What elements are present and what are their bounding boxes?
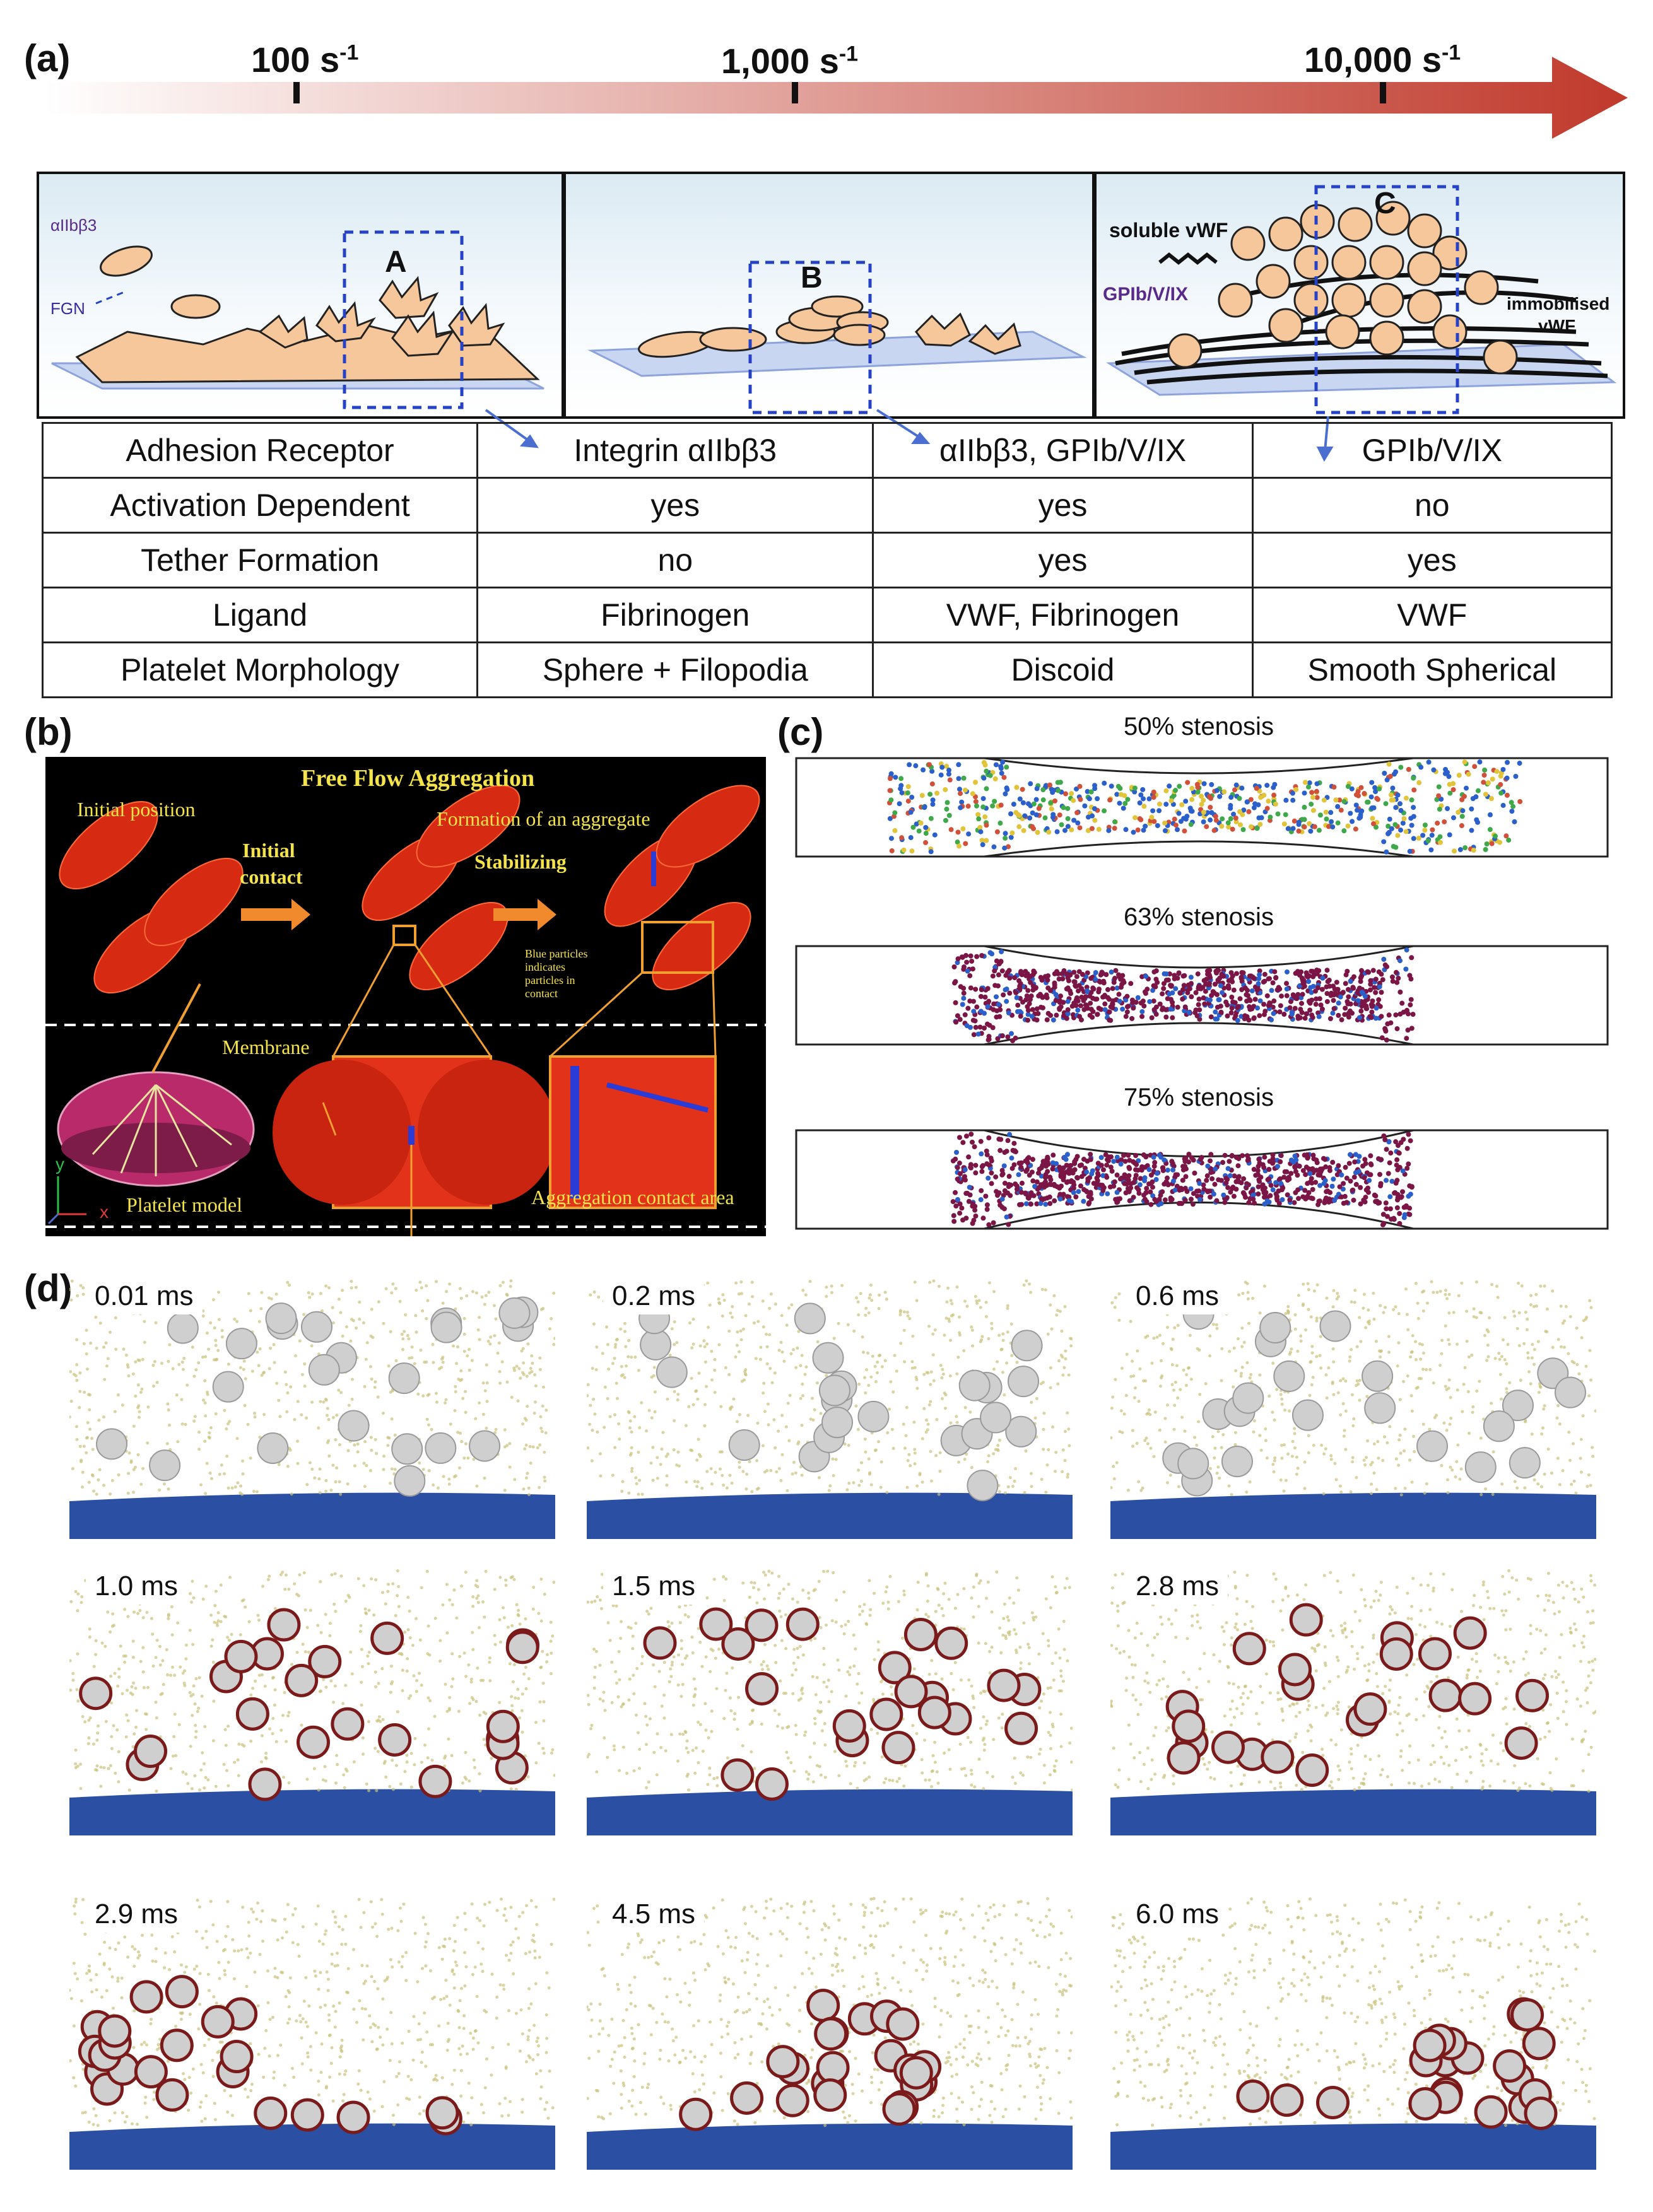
time-label: 1.0 ms bbox=[86, 1568, 187, 1605]
time-label: 0.6 ms bbox=[1127, 1278, 1228, 1314]
stenosis-channel-50 bbox=[795, 757, 1609, 858]
sim-frame-9: 6.0 ms bbox=[1110, 1892, 1596, 2170]
table-cell: yes bbox=[1251, 532, 1613, 588]
time-label: 2.8 ms bbox=[1127, 1568, 1228, 1605]
shear-rate-10000: 10,000 s-1 bbox=[1304, 40, 1461, 79]
aggregation-illustration bbox=[45, 785, 766, 1236]
schematic-box-a: A αIIbβ3 FGN bbox=[37, 172, 564, 419]
table-row: Adhesion Receptor Integrin αIIbβ3 αIIbβ3… bbox=[41, 422, 1613, 479]
soluble-vwf-label: soluble vWF bbox=[1109, 219, 1228, 242]
table-cell: no bbox=[1251, 477, 1613, 534]
adhesion-schematic-a: A αIIbβ3 FGN bbox=[50, 216, 544, 409]
panel-c-label: (c) bbox=[777, 711, 824, 753]
schematic-box-b: B bbox=[563, 172, 1095, 419]
gp-label: GPIb/V/IX bbox=[1103, 284, 1188, 305]
receptor-table: Adhesion Receptor Integrin αIIbβ3 αIIbβ3… bbox=[41, 422, 1613, 698]
table-cell: Platelet Morphology bbox=[41, 641, 479, 698]
table-row: Tether Formation no yes yes bbox=[41, 532, 1613, 588]
free-flow-aggregation-panel: Free Flow Aggregation Initial position I… bbox=[45, 757, 766, 1236]
time-label: 4.5 ms bbox=[603, 1896, 705, 1933]
stenosis-channel-75 bbox=[795, 1129, 1609, 1230]
table-cell: VWF bbox=[1251, 587, 1613, 643]
adhesion-schematic-b: B bbox=[587, 260, 1087, 414]
adhesion-schematic-c: C soluble vWF GPIb/V/IX immobilised vWF bbox=[1103, 185, 1617, 414]
table-cell: Integrin αIIbβ3 bbox=[476, 422, 874, 479]
initial-contact-label-1: Initial bbox=[242, 839, 295, 862]
stabilizing-label: Stabilizing bbox=[474, 850, 567, 873]
box-letter-b: B bbox=[801, 261, 823, 295]
table-row: Activation Dependent yes yes no bbox=[41, 477, 1613, 534]
table-cell: VWF, Fibrinogen bbox=[872, 587, 1254, 643]
panel-d-label: (d) bbox=[24, 1267, 73, 1309]
box-letter-a: A bbox=[385, 245, 407, 279]
initial-position-label: Initial position bbox=[77, 798, 196, 821]
sim-frame-7: 2.9 ms bbox=[69, 1892, 555, 2170]
sim-frame-5: 1.5 ms bbox=[587, 1564, 1073, 1835]
time-label: 6.0 ms bbox=[1127, 1896, 1228, 1933]
table-cell: Tether Formation bbox=[41, 532, 479, 588]
schematic-box-c: C soluble vWF GPIb/V/IX immobilised vWF bbox=[1094, 172, 1625, 419]
sim-frame-2: 0.2 ms bbox=[587, 1274, 1073, 1539]
stenosis-title-50: 50% stenosis bbox=[1124, 713, 1274, 740]
panel-b-label: (b) bbox=[24, 711, 73, 753]
table-cell: no bbox=[476, 532, 874, 588]
shear-rate-100: 100 s-1 bbox=[251, 40, 359, 79]
axis-x-label: x bbox=[100, 1202, 109, 1222]
table-cell: Sphere + Filopodia bbox=[476, 641, 874, 698]
blue-particles-note: Blue particles indicates particles in co… bbox=[525, 947, 588, 1000]
sim-frame-4: 1.0 ms bbox=[69, 1564, 555, 1835]
sim-frame-3: 0.6 ms bbox=[1110, 1274, 1596, 1539]
time-label: 2.9 ms bbox=[86, 1896, 187, 1933]
sim-frame-1: 0.01 ms bbox=[69, 1274, 555, 1539]
axis-y-label: y bbox=[56, 1154, 64, 1174]
formation-label: Formation of an aggregate bbox=[437, 807, 650, 830]
time-label: 1.5 ms bbox=[603, 1568, 705, 1605]
table-cell: yes bbox=[872, 477, 1254, 534]
table-cell: Fibrinogen bbox=[476, 587, 874, 643]
contact-area-label: Aggregation contact area bbox=[531, 1186, 734, 1208]
panel-a-label: (a) bbox=[24, 37, 71, 79]
table-cell: Ligand bbox=[41, 587, 479, 643]
table-cell: αIIbβ3, GPIb/V/IX bbox=[872, 422, 1254, 479]
shear-rate-1000: 1,000 s-1 bbox=[721, 41, 859, 81]
sim-frame-6: 2.8 ms bbox=[1110, 1564, 1596, 1835]
box-letter-c: C bbox=[1374, 187, 1396, 220]
integrin-label: αIIbβ3 bbox=[50, 216, 97, 235]
initial-contact-label-2: contact bbox=[240, 865, 303, 888]
table-cell: Discoid bbox=[872, 641, 1254, 698]
table-cell: Smooth Spherical bbox=[1251, 641, 1613, 698]
immobilised-label-2: vWF bbox=[1538, 316, 1575, 336]
time-label: 0.2 ms bbox=[603, 1278, 705, 1314]
immobilised-label-1: immobilised bbox=[1507, 294, 1609, 313]
stenosis-channel-63 bbox=[795, 945, 1609, 1046]
membrane-label: Membrane bbox=[222, 1036, 310, 1058]
shear-rate-arrow bbox=[44, 57, 1628, 139]
stenosis-title-75: 75% stenosis bbox=[1124, 1084, 1274, 1111]
platelet-model-label: Platelet model bbox=[126, 1193, 242, 1216]
table-cell: yes bbox=[872, 532, 1254, 588]
table-cell: GPIb/V/IX bbox=[1251, 422, 1613, 479]
table-row: Ligand Fibrinogen VWF, Fibrinogen VWF bbox=[41, 587, 1613, 643]
time-label: 0.01 ms bbox=[86, 1278, 203, 1314]
fgn-label: FGN bbox=[50, 299, 85, 318]
table-cell: Activation Dependent bbox=[41, 477, 479, 534]
table-cell: yes bbox=[476, 477, 874, 534]
sim-frame-8: 4.5 ms bbox=[587, 1892, 1073, 2170]
stenosis-title-63: 63% stenosis bbox=[1124, 903, 1274, 931]
free-flow-title: Free Flow Aggregation bbox=[301, 765, 535, 792]
table-row: Platelet Morphology Sphere + Filopodia D… bbox=[41, 641, 1613, 698]
table-cell: Adhesion Receptor bbox=[41, 422, 479, 479]
